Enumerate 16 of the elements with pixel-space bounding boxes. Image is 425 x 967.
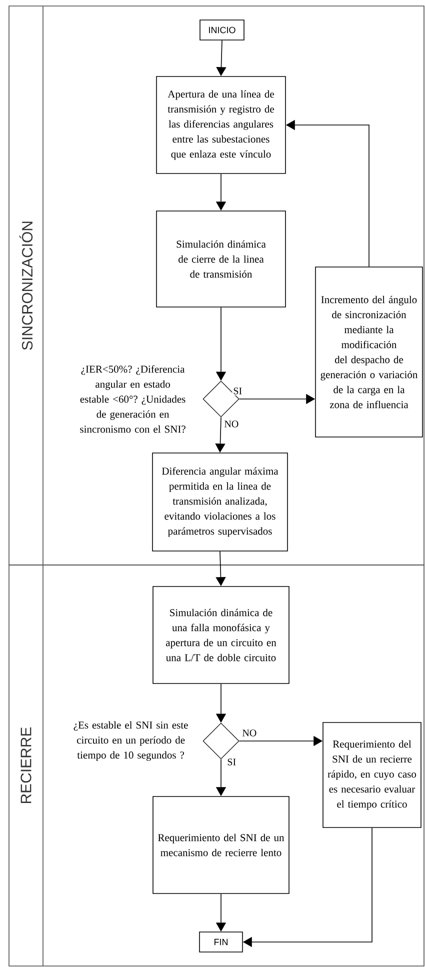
process-box: Incremento del ángulo de sincronización mediante la modificación del despacho de generación o variación de la carga en la zona de influencia (315, 266, 423, 438)
edge-label: SI (232, 386, 244, 396)
process-box: Diferencia angular máxima permitida en la linea de transmisión analizada, evitando violaciones a los parámetros supervisados (152, 452, 288, 552)
process-box: Apertura de una línea de transmisión y registro de las diferencias angulares entre las subestaciones que enlaza este vínculo (156, 76, 286, 174)
process-box: Requerimiento del SNI de un mecanismo de recierre lento (152, 796, 290, 894)
edge-label: SI (226, 758, 238, 766)
process-box: Simulación dinámica de una falla monofásica y apertura de un circuito en una L/T de doble circuito (152, 586, 290, 684)
terminal-box: INICIO (200, 20, 244, 40)
decision-diamond (202, 722, 240, 760)
edge-label: NO (241, 728, 258, 738)
process-box: Requerimiento del SNI de un recierre rápido, en cuyo caso es necesario evaluar el tiempo crítico (322, 722, 422, 828)
process-box: Simulación dinámica de cierre de la linea de transmisión (156, 210, 286, 308)
terminal-box: FIN (199, 932, 243, 952)
edge-label: NO (223, 420, 240, 428)
question-text: ¿IER<50%? ¿Diferencia angular en estado estable <60°? ¿Unidades de generación en sincronismo con el SNI? (80, 365, 186, 433)
question-text: ¿Es estable el SNI sin este circuito en un período de tiempo de 10 segundos ? (74, 721, 188, 761)
